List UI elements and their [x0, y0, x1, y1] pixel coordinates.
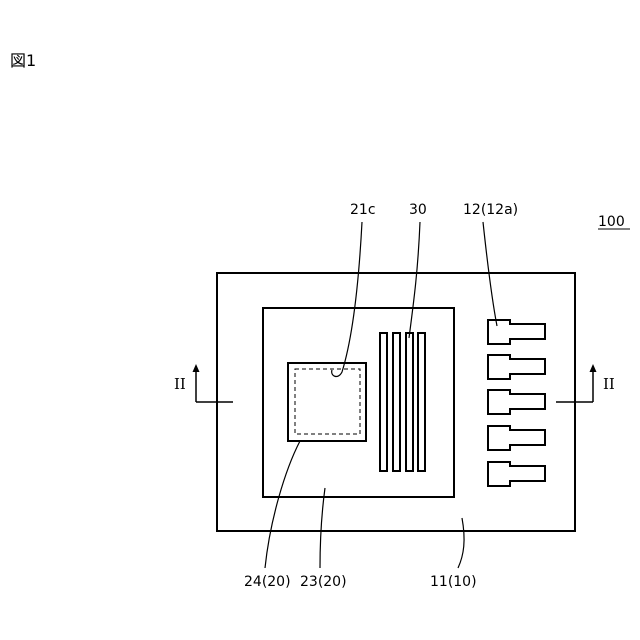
device-ref-number: 100 — [598, 214, 625, 230]
label-21c: 21c — [350, 202, 376, 218]
dashed-region — [295, 369, 360, 434]
section-label-right: II — [603, 375, 615, 393]
section-mark-left: II — [174, 364, 233, 402]
section-label-left: II — [174, 375, 186, 393]
label-30: 30 — [409, 202, 427, 218]
terminal — [488, 462, 545, 486]
label-11-10: 11(10) — [430, 574, 477, 590]
terminals — [488, 320, 545, 486]
terminal — [488, 390, 545, 414]
terminal — [488, 426, 545, 450]
label-23-20: 23(20) — [300, 574, 347, 590]
arrow-up-icon — [590, 364, 597, 372]
chip-square — [288, 363, 366, 441]
stripe — [406, 333, 413, 471]
arrow-up-icon — [193, 364, 200, 372]
stripe-elements — [380, 333, 425, 471]
stripe — [418, 333, 425, 471]
outer-substrate — [217, 273, 575, 531]
figure-title: 図1 — [10, 51, 36, 70]
label-24-20: 24(20) — [244, 574, 291, 590]
stripe — [380, 333, 387, 471]
stripe — [393, 333, 400, 471]
terminal — [488, 355, 545, 379]
label-12-12a: 12(12a) — [463, 202, 518, 218]
section-mark-right: II — [556, 364, 615, 402]
